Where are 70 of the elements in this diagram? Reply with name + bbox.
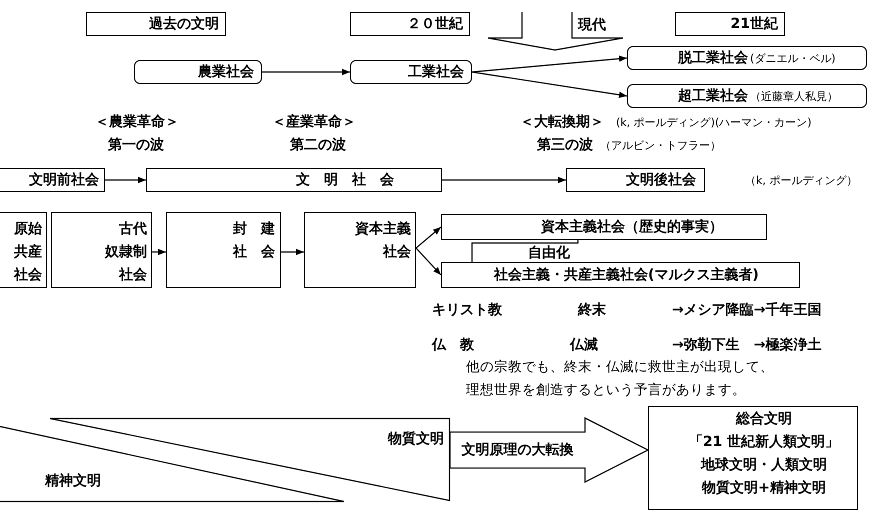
- edge-label: 自由化: [528, 245, 570, 261]
- arrow: [152, 248, 166, 256]
- prophecy-text: →メシア降臨→千年王国: [672, 302, 822, 318]
- attribution-text: （k, ポールディング）: [745, 174, 858, 187]
- heading-box: [675, 12, 785, 36]
- heading-box: [86, 12, 226, 36]
- arrow: [472, 56, 628, 73]
- society-label: 工業社会: [408, 64, 464, 80]
- prophecy-text: →弥勒下生 →極楽浄土: [672, 337, 822, 353]
- heading-text: 現代: [578, 17, 606, 33]
- event-label: 終末: [578, 302, 606, 318]
- society-box: [134, 60, 262, 84]
- society-box: [350, 60, 472, 84]
- wave-label: 第一の波: [108, 137, 164, 153]
- connector-line: [471, 240, 579, 262]
- attribution-text: (ダニエル・ベル): [750, 52, 836, 65]
- stage-box: [51, 212, 152, 288]
- attribution-text: (k, ポールディング)(ハーマン・カーン): [616, 116, 812, 129]
- heading-text: ２０世紀: [407, 16, 463, 32]
- arrow: [281, 248, 304, 256]
- society-box: [627, 84, 867, 108]
- society-label: 資本主義社会（歴史的事実）: [541, 219, 723, 235]
- description-text: 物質文明+精神文明: [702, 479, 826, 498]
- religion-label: キリスト教: [432, 302, 502, 318]
- description-text: 地球文明・人類文明: [701, 456, 827, 475]
- civilization-label: 精神文明: [45, 473, 101, 489]
- stage-label: 古代奴隷制社会: [105, 220, 147, 285]
- synthesis-box: [648, 406, 858, 510]
- civilization-box: [566, 168, 705, 192]
- stage-label: 資本主義社会: [355, 220, 411, 262]
- religion-label: 仏 教: [432, 337, 474, 353]
- stage-box: [166, 212, 281, 288]
- society-label: 農業社会: [198, 64, 254, 80]
- civilization-label: 文明前社会: [29, 172, 99, 188]
- civilization-box: [146, 168, 442, 192]
- event-label: 仏滅: [570, 337, 598, 353]
- description-text: 「21 世紀新人類文明」: [688, 432, 840, 452]
- society-label: 脱工業社会: [678, 50, 748, 66]
- civilization-label: 文明後社会: [626, 172, 696, 188]
- edge-label: 文明原理の大転換: [462, 442, 574, 458]
- arrow: [416, 248, 442, 276]
- stage-label: 封建社会: [233, 220, 275, 262]
- revolution-label: ＜産業革命＞: [272, 114, 356, 130]
- stage-box: [0, 212, 47, 288]
- society-box: [441, 262, 800, 288]
- arrow: [105, 176, 146, 184]
- revolution-label: ＜大転換期＞: [520, 114, 604, 130]
- attribution-text: （近藤章人私見）: [750, 90, 838, 103]
- arrow: [442, 176, 566, 184]
- heading-box: [350, 12, 470, 36]
- society-box: [441, 214, 767, 240]
- wave-label: 第三の波: [537, 137, 593, 153]
- arrow: [416, 226, 442, 248]
- heading-text: 総合文明: [736, 410, 792, 429]
- arrow: [262, 68, 350, 76]
- society-label: 社会主義・共産主義社会(マルクス主義者): [494, 267, 759, 283]
- civilization-box: [0, 168, 105, 192]
- civilization-label: 物質文明: [388, 431, 444, 447]
- society-label: 超工業社会: [678, 88, 748, 104]
- heading-text: 21世紀: [730, 16, 778, 32]
- heading-text: 過去の文明: [149, 16, 219, 32]
- arrow: [472, 71, 628, 98]
- wave-label: 第二の波: [290, 137, 346, 153]
- note-text: 他の宗教でも、終末・仏滅に救世主が出現して、理想世界を創造するという予言があります。: [466, 358, 774, 400]
- civilization-label: 文 明 社 会: [296, 172, 394, 188]
- stage-label: 原始共産社会: [14, 220, 42, 285]
- society-box: [627, 46, 867, 70]
- revolution-label: ＜農業革命＞: [95, 114, 179, 130]
- attribution-text: （アルビン・トフラー）: [600, 139, 721, 152]
- stage-box: [304, 212, 416, 288]
